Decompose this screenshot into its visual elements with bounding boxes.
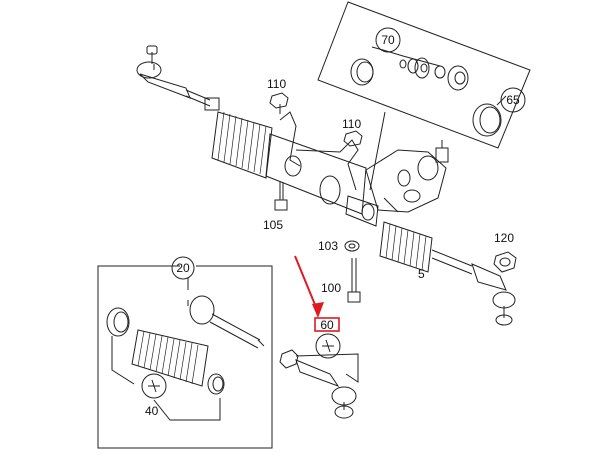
bolt-110-upper bbox=[269, 92, 289, 114]
seal-parts-70 bbox=[399, 57, 469, 91]
label-circle-70: 70 bbox=[375, 27, 401, 53]
left-tie-rod-end bbox=[136, 45, 220, 111]
detail-box-65-70 bbox=[317, 1, 531, 191]
boot-20 bbox=[131, 329, 209, 387]
rack-housing bbox=[265, 111, 379, 227]
part-label-20: 20 bbox=[176, 261, 190, 275]
part-label-60: 60 bbox=[320, 318, 334, 332]
part-label-120: 120 bbox=[494, 231, 514, 245]
ring-20-left bbox=[106, 307, 130, 337]
detail-box-20 bbox=[97, 265, 273, 449]
part-label-110-upper: 110 bbox=[267, 77, 286, 91]
label-circle-65: 65 bbox=[500, 87, 526, 113]
ring-65 bbox=[472, 103, 502, 137]
pinion-valve-housing bbox=[361, 140, 449, 221]
ring-20-right bbox=[207, 373, 225, 395]
right-boot bbox=[379, 221, 433, 273]
ring-70 bbox=[350, 58, 374, 86]
wrench-icon-40 bbox=[141, 373, 167, 399]
part-label-105: 105 bbox=[263, 218, 283, 232]
left-boot bbox=[211, 111, 273, 179]
leader-lines bbox=[153, 64, 399, 213]
washer-103 bbox=[344, 240, 360, 252]
part-label-70: 70 bbox=[381, 33, 395, 47]
wrench-icon-60 bbox=[315, 333, 341, 359]
right-tie-rod-end bbox=[431, 249, 516, 326]
highlight-60: 60 bbox=[294, 255, 340, 332]
part-label-100: 100 bbox=[321, 281, 341, 295]
steering-rack-assembly bbox=[136, 45, 516, 326]
part-label-5: 5 bbox=[418, 267, 425, 281]
nut-120 bbox=[493, 251, 517, 273]
part-label-65: 65 bbox=[506, 93, 520, 107]
part-label-40: 40 bbox=[145, 404, 159, 418]
tie-rod-end-60 bbox=[279, 349, 359, 419]
bolt-110-lower bbox=[343, 130, 363, 147]
label-circle-20: 20 bbox=[171, 256, 195, 280]
bolt-100 bbox=[347, 258, 361, 303]
inner-tie-rod-20 bbox=[187, 295, 265, 349]
part-label-103: 103 bbox=[318, 239, 338, 253]
part-label-110-lower: 110 bbox=[342, 117, 361, 131]
bolt-105 bbox=[274, 182, 288, 211]
